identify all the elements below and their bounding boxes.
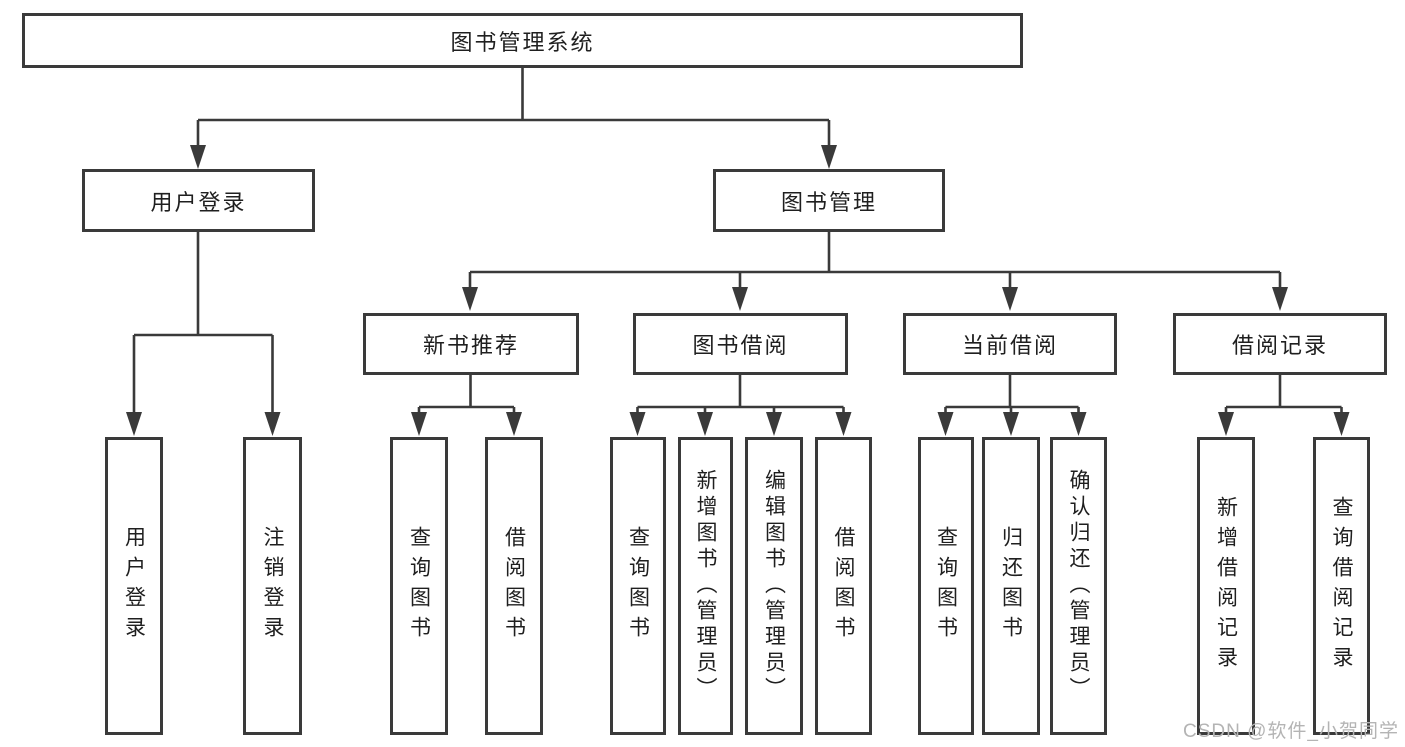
- leaf-user-login: 用户登录: [105, 437, 163, 735]
- node-borrowing-records: 借阅记录: [1173, 313, 1387, 375]
- node-label: 注销登录: [261, 526, 284, 646]
- leaf-confirm-return-admin: 确认归还（管理员）: [1050, 437, 1107, 735]
- arrow-down-icon: [1218, 412, 1234, 436]
- arrow-down-icon: [821, 145, 837, 169]
- arrow-down-icon: [629, 412, 646, 436]
- arrow-down-icon: [1272, 287, 1288, 311]
- leaf-borrow-books-recommend: 借阅图书: [485, 437, 543, 735]
- leaf-query-books-recommend: 查询图书: [390, 437, 448, 735]
- arrow-down-icon: [697, 412, 713, 436]
- node-label: 归还图书: [999, 526, 1023, 646]
- leaf-add-books-admin: 新增图书（管理员）: [678, 437, 733, 735]
- node-current-borrowing: 当前借阅: [903, 313, 1117, 375]
- arrow-down-icon: [264, 412, 281, 436]
- node-label: 查询图书: [934, 526, 958, 646]
- node-label: 新书推荐: [422, 333, 519, 358]
- arrow-down-icon: [766, 412, 782, 436]
- arrow-down-icon: [835, 412, 852, 436]
- node-label: 新增图书（管理员）: [694, 469, 717, 703]
- leaf-borrow-books-borrowing: 借阅图书: [815, 437, 872, 735]
- node-label: 借阅图书: [832, 526, 855, 646]
- arrow-down-icon: [937, 412, 954, 436]
- node-label: 用户登录: [150, 189, 247, 215]
- leaf-query-books-current: 查询图书: [918, 437, 974, 735]
- node-label: 查询借阅记录: [1330, 496, 1353, 676]
- node-label: 查询图书: [626, 526, 650, 646]
- node-book-management: 图书管理: [713, 169, 945, 232]
- leaf-query-borrowing-record: 查询借阅记录: [1313, 437, 1370, 735]
- arrow-down-icon: [190, 145, 206, 169]
- leaf-add-borrowing-record: 新增借阅记录: [1197, 437, 1255, 735]
- node-label: 图书管理: [780, 189, 877, 215]
- node-label: 借阅图书: [502, 526, 526, 646]
- arrow-down-icon: [411, 412, 427, 436]
- node-label: 编辑图书（管理员）: [762, 469, 786, 703]
- arrow-down-icon: [1002, 287, 1018, 311]
- csdn-watermark: CSDN @软件_小贺同学: [1183, 721, 1399, 742]
- leaf-edit-books-admin: 编辑图书（管理员）: [745, 437, 803, 735]
- node-label: 确认归还（管理员）: [1067, 469, 1090, 703]
- leaf-return-books: 归还图书: [982, 437, 1040, 735]
- leaf-query-books-borrowing: 查询图书: [610, 437, 666, 735]
- node-label: 当前借阅: [961, 333, 1058, 358]
- arrow-down-icon: [732, 287, 748, 311]
- node-user-login: 用户登录: [82, 169, 315, 232]
- arrow-down-icon: [1003, 412, 1019, 436]
- arrow-down-icon: [126, 412, 142, 436]
- arrow-down-icon: [1333, 412, 1350, 436]
- node-label: 新增借阅记录: [1214, 496, 1238, 676]
- node-label: 借阅记录: [1231, 333, 1328, 358]
- arrow-down-icon: [506, 412, 522, 436]
- node-book-management-system: 图书管理系统: [22, 13, 1023, 68]
- node-book-borrowing: 图书借阅: [633, 313, 848, 375]
- arrow-down-icon: [1070, 412, 1087, 436]
- node-label: 查询图书: [407, 526, 431, 646]
- leaf-logout: 注销登录: [243, 437, 302, 735]
- node-label: 图书管理系统: [450, 29, 595, 55]
- node-label: 用户登录: [122, 526, 146, 646]
- arrow-down-icon: [462, 287, 478, 311]
- node-new-book-recommendation: 新书推荐: [363, 313, 579, 375]
- node-label: 图书借阅: [692, 333, 789, 358]
